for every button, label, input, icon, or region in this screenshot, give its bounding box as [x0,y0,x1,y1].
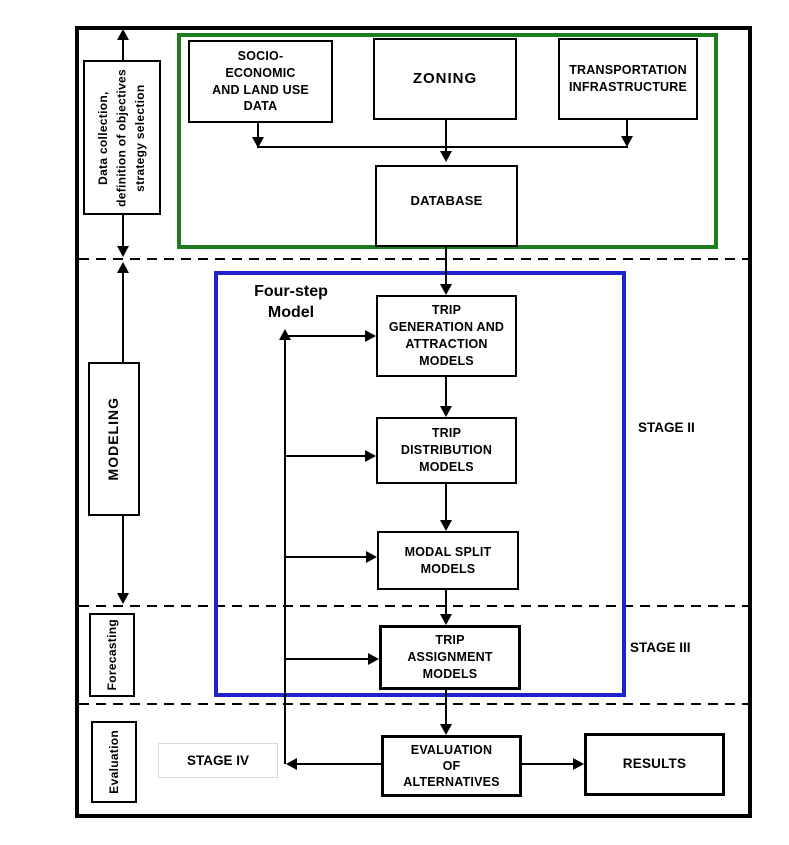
arrowhead-phase1-up [117,29,129,40]
arrowhead-transportation-junction [621,136,633,147]
trip-distribution-label: TRIP DISTRIBUTION MODELS [400,426,493,474]
transportation-infrastructure-box: TRANSPORTATION INFRASTRUCTURE [558,38,698,120]
database-label: DATABASE [410,193,483,209]
stage4-label-box: STAGE IV [158,743,278,778]
data-collection-phase-box: Data collection, definition of objective… [83,60,161,215]
data-collection-frame [177,33,718,249]
transportation-infrastructure-label: TRANSPORTATION INFRASTRUCTURE [568,63,688,94]
evaluation-phase-label: Evaluation [106,730,121,794]
connector-feedback-assign [285,658,369,660]
arrowhead-modeling-down [117,593,129,604]
connector-zoning-down [445,120,447,151]
connector-feedback-dist [285,455,366,457]
forecasting-phase-label: Forecasting [104,619,119,691]
connector-junction-horizontal [257,146,628,148]
arrowhead-feedback-assign [368,653,379,665]
stage2-label: STAGE II [638,420,695,435]
arrowhead-feedback-modal [366,551,377,563]
socio-economic-box: SOCIO- ECONOMIC AND LAND USE DATA [188,40,333,123]
trip-generation-label: TRIP GENERATION AND ATTRACTION MODELS [388,303,505,368]
evaluation-phase-box: Evaluation [91,721,137,803]
connector-feedback-gen [285,335,366,337]
arrowhead-zoning-database [440,151,452,162]
connector-modeling-down [122,516,124,594]
trip-assignment-label: TRIP ASSIGNMENT MODELS [407,633,493,681]
arrowhead-dist-modal [440,520,452,531]
stage3-label: STAGE III [630,640,691,655]
socio-economic-label: SOCIO- ECONOMIC AND LAND USE DATA [212,48,309,114]
connector-feedback-vertical [284,334,286,764]
arrowhead-socio-junction [252,137,264,148]
modeling-phase-box: MODELING [88,362,140,516]
dashed-separator-3 [79,703,749,705]
zoning-box: ZONING [373,38,517,120]
arrowhead-feedback-gen [365,330,376,342]
arrowhead-gen-dist [440,406,452,417]
results-box: RESULTS [584,733,725,796]
connector-assign-eval [445,690,447,725]
connector-socio-down [257,123,259,139]
connector-eval-feedback [297,763,381,765]
connector-dist-modal [445,484,447,521]
forecasting-phase-box: Forecasting [89,613,135,697]
trip-assignment-box: TRIP ASSIGNMENT MODELS [379,625,521,690]
arrowhead-modal-assign [440,614,452,625]
connector-feedback-modal [285,556,367,558]
evaluation-of-alternatives-label: EVALUATION OF ALTERNATIVES [403,742,500,790]
four-step-model-label: Four-step Model [254,283,328,321]
connector-phase1-down [122,215,124,247]
dashed-separator-2 [79,605,749,607]
connector-modal-assign [445,590,447,615]
arrowhead-assign-eval [440,724,452,735]
modeling-phase-label: MODELING [105,397,122,481]
arrowhead-phase1-down [117,246,129,257]
connector-transportation-down [626,120,628,137]
dashed-separator-1 [79,258,749,260]
results-label: RESULTS [622,756,687,772]
arrowhead-modeling-up [117,262,129,273]
arrowhead-feedback-dist [365,450,376,462]
connector-eval-results [522,763,574,765]
trip-distribution-box: TRIP DISTRIBUTION MODELS [376,417,517,484]
connector-gen-dist [445,377,447,407]
arrowhead-eval-results [573,758,584,770]
trip-generation-box: TRIP GENERATION AND ATTRACTION MODELS [376,295,517,377]
outer-border [75,26,752,818]
data-collection-phase-label: Data collection, definition of objective… [96,68,148,207]
database-box: DATABASE [375,165,518,247]
stage4-label: STAGE IV [186,753,249,768]
connector-database-tripgen [445,247,447,285]
four-step-model-frame [214,271,626,697]
connector-phase1-up [122,39,124,60]
arrowhead-feedback-top [279,329,291,340]
evaluation-of-alternatives-box: EVALUATION OF ALTERNATIVES [381,735,522,797]
arrowhead-database-tripgen [440,284,452,295]
zoning-label: ZONING [412,69,478,87]
arrowhead-feedback-left [286,758,297,770]
modal-split-label: MODAL SPLIT MODELS [404,544,492,576]
modal-split-box: MODAL SPLIT MODELS [377,531,519,590]
connector-modeling-up [122,272,124,362]
